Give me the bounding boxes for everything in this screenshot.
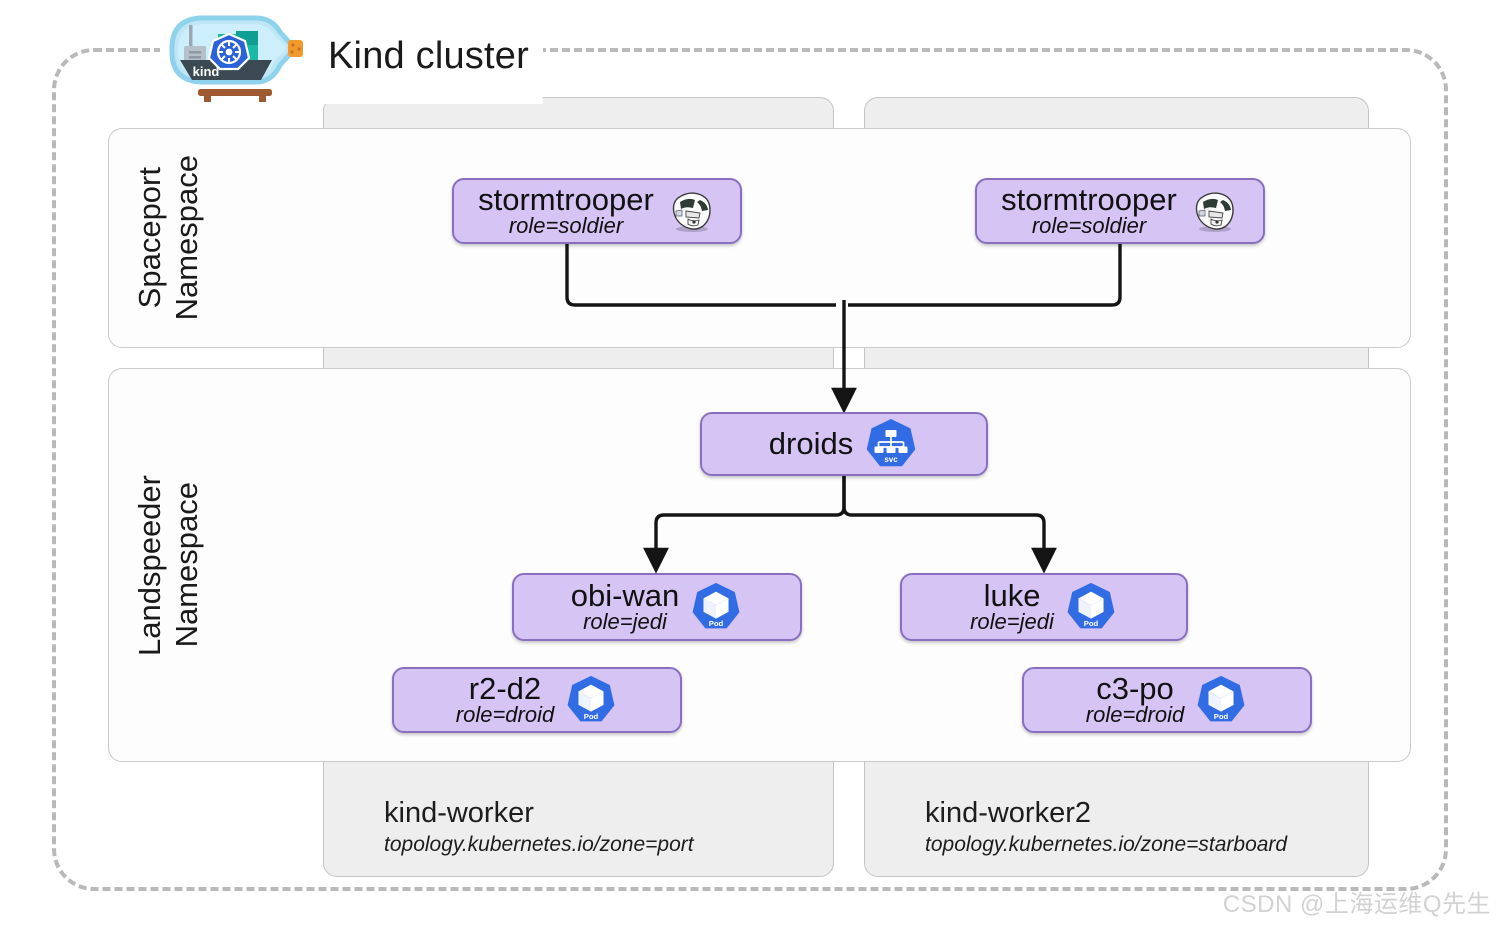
cluster-header: kind Kind cluster (160, 8, 543, 104)
pod-r2-d2[interactable]: r2-d2 role=droid Pod (392, 667, 682, 733)
node-zone-label: topology.kubernetes.io/zone=starboard (925, 832, 1288, 856)
pod-text: stormtrooper role=soldier (478, 184, 654, 237)
pod-name: obi-wan (570, 578, 680, 614)
node-name: kind-worker2 (925, 797, 1091, 830)
pod-label: role=soldier (508, 213, 624, 239)
service-badge-text: svc (885, 455, 899, 464)
pod-name: r2-d2 (468, 671, 542, 707)
pod-badge-text: Pod (1084, 619, 1099, 628)
stormtrooper-icon (672, 192, 711, 232)
pod-text: stormtrooper role=soldier (1001, 184, 1177, 237)
node-label-kind-worker2: kind-worker2 topology.kubernetes.io/zone… (925, 796, 1287, 858)
pod-text: luke role=jedi (970, 580, 1054, 633)
pod-stormtrooper-1[interactable]: stormtrooper role=soldier (452, 178, 742, 244)
service-name: droids (768, 426, 854, 462)
kind-logo: kind (169, 15, 303, 102)
pod-label: role=jedi (583, 609, 667, 635)
pod-text: c3-po role=droid (1086, 673, 1184, 726)
pod-c3-po[interactable]: c3-po role=droid Pod (1022, 667, 1312, 733)
pod-name: stormtrooper (1001, 182, 1177, 218)
pod-text: obi-wan role=jedi (571, 580, 680, 633)
pod-stormtrooper-2[interactable]: stormtrooper role=soldier (975, 178, 1265, 244)
node-label-kind-worker: kind-worker topology.kubernetes.io/zone=… (384, 796, 694, 858)
watermark: CSDN @上海运维Q先生 (1222, 891, 1491, 918)
pod-name: stormtrooper (478, 182, 654, 218)
service-text: droids (769, 428, 853, 460)
pod-badge-text: Pod (1214, 712, 1229, 721)
pod-badge-text: Pod (584, 712, 599, 721)
pod-label: role=droid (455, 702, 555, 728)
k8s-pod-icon: Pod (1067, 582, 1115, 629)
cluster-title: Kind cluster (328, 34, 529, 77)
service-droids[interactable]: droids svc (700, 412, 988, 476)
pod-label: role=droid (1085, 702, 1185, 728)
node-zone-label: topology.kubernetes.io/zone=port (384, 832, 694, 856)
k8s-pod-icon: Pod (692, 582, 740, 629)
node-name: kind-worker (384, 797, 534, 830)
pod-obi-wan[interactable]: obi-wan role=jedi Pod (512, 573, 802, 641)
pod-label: role=jedi (970, 609, 1054, 635)
pod-luke[interactable]: luke role=jedi Pod (900, 573, 1188, 641)
pod-name: c3-po (1096, 671, 1174, 707)
stormtrooper-icon (1195, 192, 1234, 232)
pod-badge-text: Pod (709, 619, 724, 628)
pod-name: luke (983, 578, 1041, 614)
k8s-pod-icon: Pod (1197, 675, 1245, 722)
pod-label: role=soldier (1031, 213, 1147, 239)
kind-logo-text: kind (193, 64, 220, 79)
cluster-boundary (52, 48, 1448, 891)
pod-text: r2-d2 role=droid (456, 673, 554, 726)
k8s-pod-icon: Pod (567, 675, 615, 722)
k8s-service-icon: svc (866, 419, 916, 467)
